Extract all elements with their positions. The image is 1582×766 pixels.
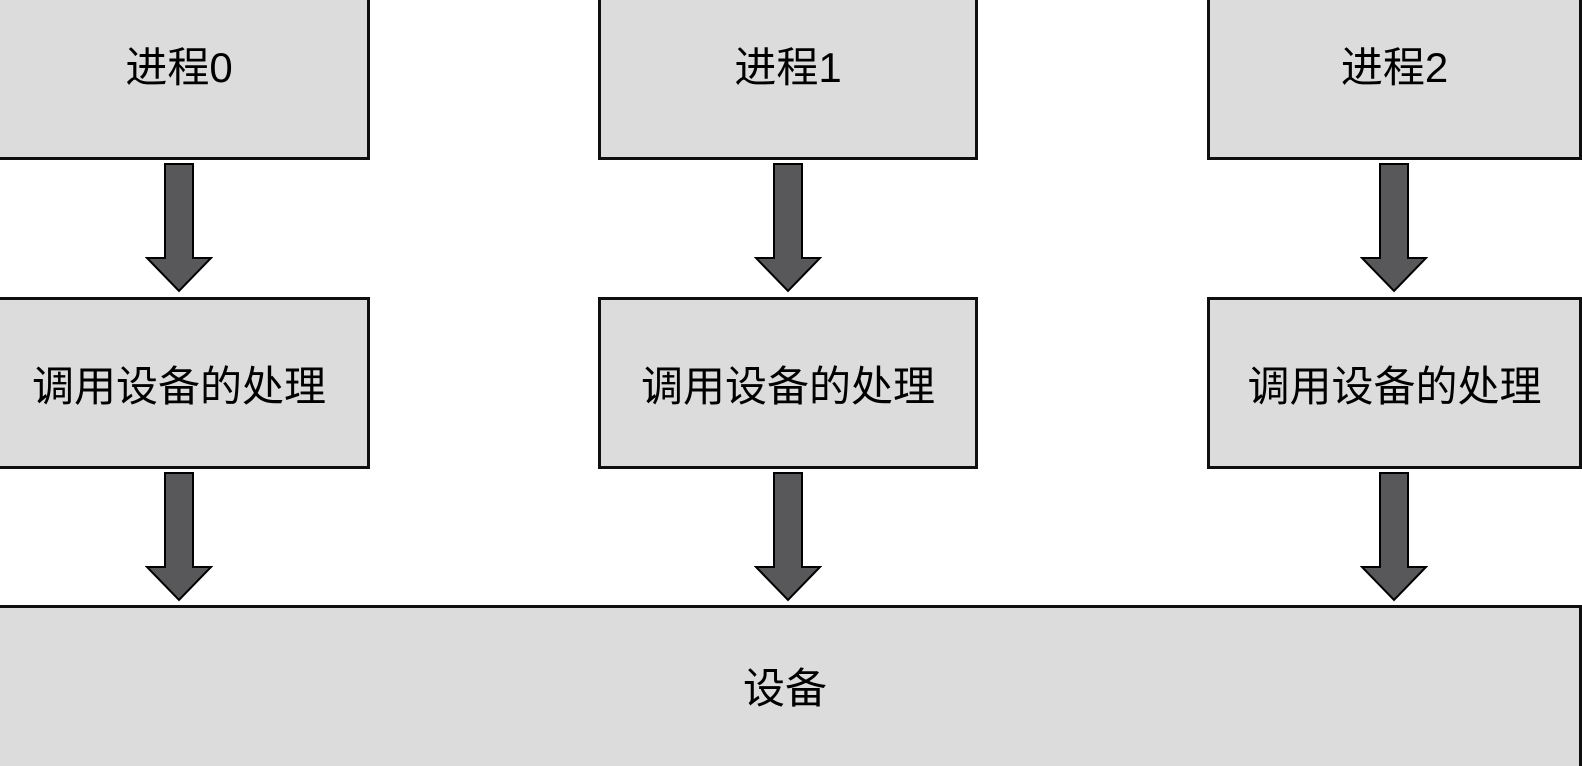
down-arrow-icon: [145, 163, 213, 293]
device-bar-label: 设备: [742, 665, 827, 712]
handler-box-0-label: 调用设备的处理: [31, 362, 326, 410]
handler-box-2-label: 调用设备的处理: [1247, 362, 1542, 410]
process-box-1: 进程1: [598, 0, 978, 160]
down-arrow-icon: [145, 472, 213, 602]
process-box-0-label: 进程0: [125, 43, 233, 91]
handler-box-2: 调用设备的处理: [1207, 297, 1582, 469]
down-arrow-icon: [1360, 472, 1428, 602]
down-arrow-icon: [754, 163, 822, 293]
handler-box-1-label: 调用设备的处理: [640, 362, 935, 410]
process-box-2-label: 进程2: [1340, 43, 1449, 91]
process-box-2: 进程2: [1207, 0, 1582, 160]
device-bar: 设备: [0, 605, 1582, 766]
process-box-0: 进程0: [0, 0, 370, 160]
down-arrow-icon: [1360, 163, 1428, 293]
handler-box-1: 调用设备的处理: [598, 297, 978, 469]
down-arrow-icon: [754, 472, 822, 602]
handler-box-0: 调用设备的处理: [0, 297, 370, 469]
process-box-1-label: 进程1: [734, 43, 842, 91]
